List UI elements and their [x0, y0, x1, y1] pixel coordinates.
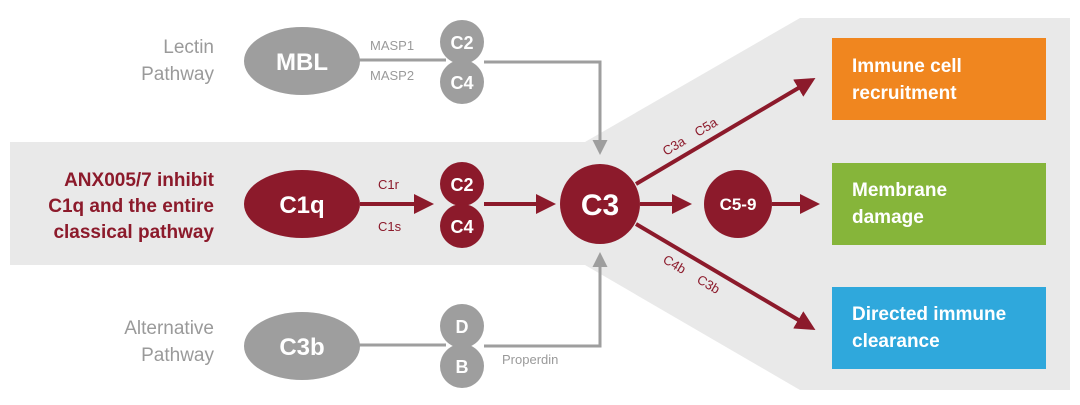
- lectin-label-2: Pathway: [141, 64, 214, 85]
- c3-to-recruitment-arrow: [634, 77, 816, 186]
- c3-to-clearance-arrow: [634, 222, 816, 331]
- lectin-to-c3-arrow: [484, 60, 608, 155]
- classical-c4-node: [440, 204, 484, 248]
- outcome-membrane-damage-box: [832, 163, 1046, 245]
- classical-label-3: classical pathway: [53, 222, 214, 243]
- c3-label: C3: [581, 189, 619, 222]
- c1r-label: C1r: [378, 177, 400, 192]
- c3b-label: C3b: [279, 334, 324, 361]
- lectin-c2-node: [440, 20, 484, 64]
- alternative-label-1: Alternative: [124, 318, 214, 339]
- outcome-directed-immune-clearance-box: [832, 287, 1046, 369]
- classical-label-2: C1q and the entire: [48, 196, 214, 217]
- mbl-node: [244, 27, 360, 95]
- factor-b-label: B: [456, 357, 469, 377]
- alternative-to-c3-arrow: [484, 252, 608, 348]
- classical-c2-label: C2: [450, 175, 473, 195]
- c59-node: [704, 170, 772, 238]
- lectin-c4-node: [440, 60, 484, 104]
- classical-c2-node: [440, 162, 484, 206]
- properdin-label: Properdin: [502, 352, 558, 367]
- outcome-1-line1: Immune cell: [852, 56, 962, 77]
- classical-label-1: ANX005/7 inhibit: [64, 170, 215, 191]
- factor-b-node: [440, 344, 484, 388]
- c1q-label: C1q: [279, 192, 324, 219]
- c59-label: C5-9: [720, 195, 757, 214]
- outcome-2-line2: damage: [852, 207, 924, 228]
- c1s-label: C1s: [378, 219, 402, 234]
- outcome-3-line2: clearance: [852, 331, 940, 352]
- factor-d-node: [440, 304, 484, 348]
- outcome-2-line1: Membrane: [852, 180, 947, 201]
- mbl-label: MBL: [276, 49, 328, 76]
- factor-d-label: D: [456, 317, 469, 337]
- masp1-label: MASP1: [370, 38, 414, 53]
- lectin-c4-label: C4: [450, 73, 473, 93]
- classical-c4-label: C4: [450, 217, 473, 237]
- c1q-node: [244, 170, 360, 238]
- lectin-c2-label: C2: [450, 33, 473, 53]
- outcome-3-line1: Directed immune: [852, 304, 1006, 325]
- masp2-label: MASP2: [370, 68, 414, 83]
- c3b-node: [244, 312, 360, 380]
- c3-node: [560, 164, 640, 244]
- alternative-label-2: Pathway: [141, 345, 214, 366]
- outcome-1-line2: recruitment: [852, 83, 957, 104]
- lectin-label-1: Lectin: [163, 37, 214, 58]
- outcome-immune-cell-recruitment-box: [832, 38, 1046, 120]
